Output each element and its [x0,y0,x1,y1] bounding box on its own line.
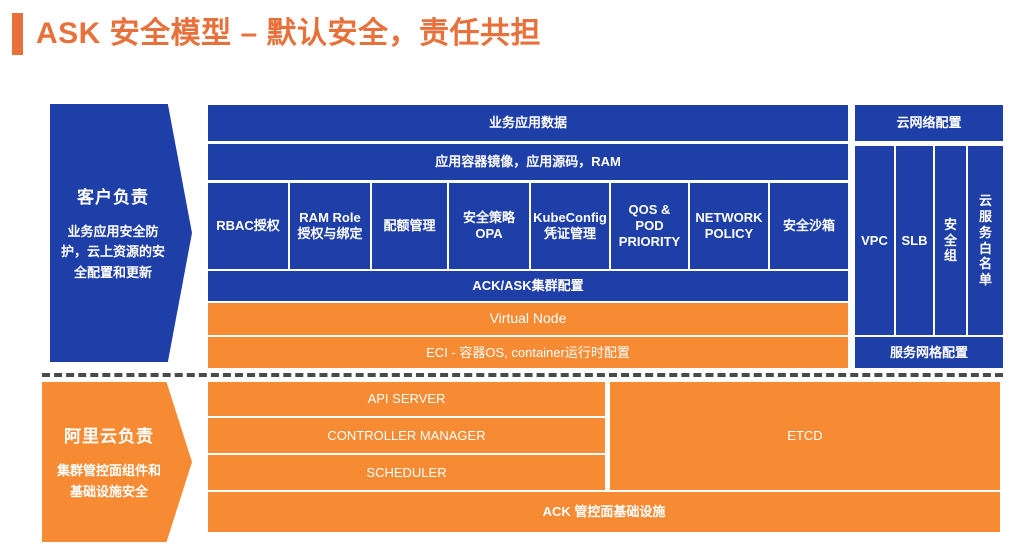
network-item-vpc: VPC [855,146,894,335]
provider-component-api-server: API SERVER [208,382,605,416]
title-accent-bar [12,13,23,55]
control-cell-quota: 配额管理 [372,183,447,269]
control-cell-sandbox: 安全沙箱 [770,183,848,269]
provider-component-scheduler: SCHEDULER [208,455,605,490]
network-item-security-group: 安全组 [935,146,966,335]
customer-responsibility-title: 客户负责 [77,188,149,208]
control-cell-rbac: RBAC授权 [208,183,288,269]
provider-responsibility-description: 集群管控面组件和基础设施安全 [56,463,161,499]
provider-responsibility-title: 阿里云负责 [64,427,154,447]
provider-responsibility-arrow: 阿里云负责 集群管控面组件和基础设施安全 [42,382,192,542]
row-cluster-config: ACK/ASK集群配置 [208,271,848,301]
network-item-slb: SLB [896,146,933,335]
row-virtual-node: Virtual Node [208,303,848,335]
provider-component-controller-manager: CONTROLLER MANAGER [208,418,605,453]
page-header: ASK 安全模型 – 默认安全，责任共担 [0,0,1015,72]
network-column-footer: 服务网格配置 [855,337,1003,368]
control-cell-kubeconfig: KubeConfig 凭证管理 [531,183,609,269]
customer-responsibility-arrow: 客户负责 业务应用安全防护，云上资源的安全配置和更新 [50,104,192,362]
responsibility-divider [42,373,1003,377]
control-cell-opa: 安全策略 OPA [449,183,529,269]
row-business-application-data: 业务应用数据 [208,105,848,141]
row-container-images: 应用容器镜像，应用源码，RAM [208,144,848,180]
control-cell-qos-pod-priority: QOS & POD PRIORITY [611,183,688,269]
control-cell-network-policy: NETWORK POLICY [690,183,768,269]
provider-footer-infrastructure: ACK 管控面基础设施 [208,492,1000,532]
customer-responsibility-description: 业务应用安全防护，云上资源的安全配置和更新 [60,224,165,280]
row-eci: ECI - 容器OS, container运行时配置 [208,337,848,368]
page-title: ASK 安全模型 – 默认安全，责任共担 [36,17,542,50]
provider-component-etcd: ETCD [610,382,1000,490]
control-cell-ram-role: RAM Role 授权与绑定 [290,183,370,269]
network-column-header: 云网络配置 [855,105,1003,141]
network-item-service-whitelist: 云服务白名单 [968,146,1003,335]
